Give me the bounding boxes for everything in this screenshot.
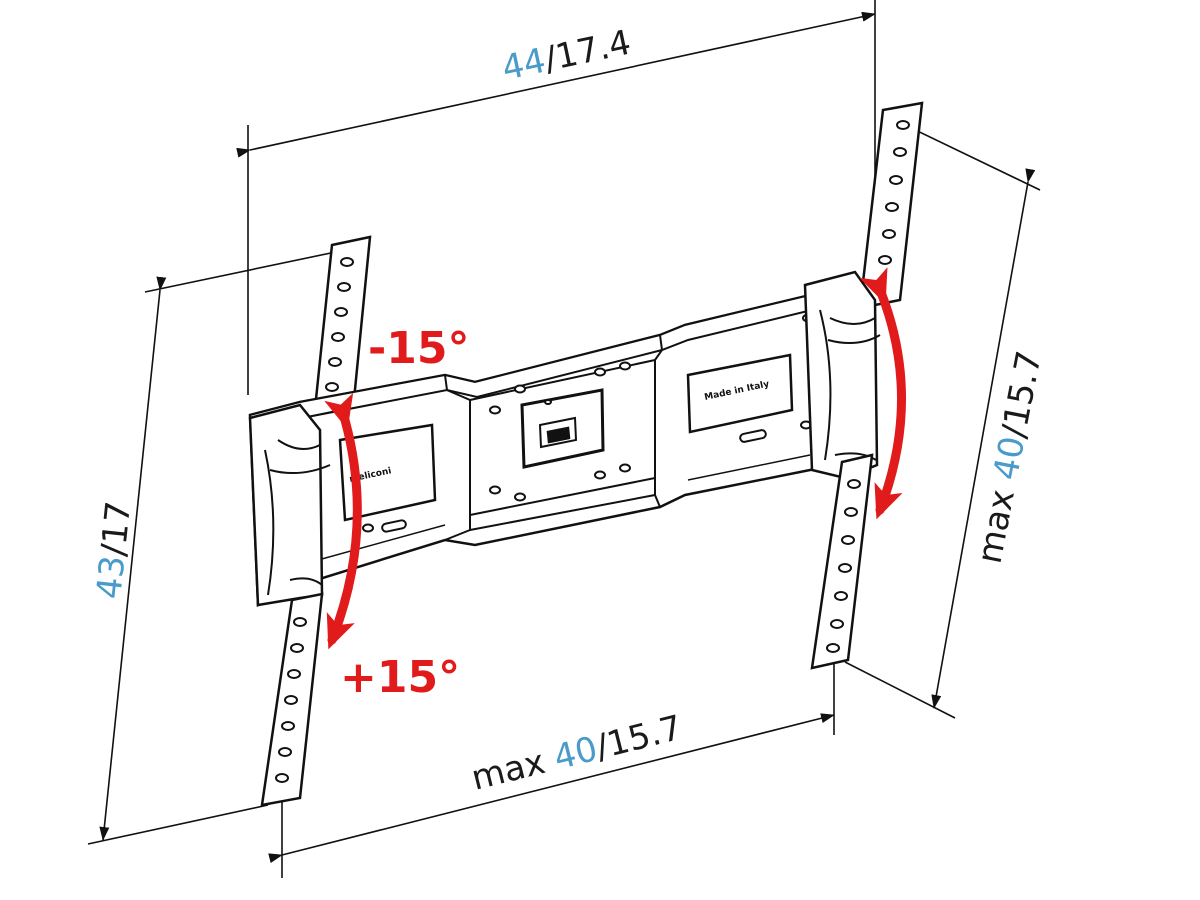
- right-tilt-arrow: [859, 267, 906, 520]
- horizontal-spacing-dimension-line: [268, 713, 835, 864]
- height-dimension-line: [99, 276, 167, 841]
- vertical-spacing-imperial: /15.7: [994, 348, 1050, 441]
- tilt-up-label: -15°: [368, 323, 470, 374]
- left-upper-arm: [311, 235, 372, 430]
- left-tilt-arrow: [324, 392, 362, 650]
- width-dimension-label: 44/17.4: [499, 23, 635, 89]
- width-imperial-value: /17.4: [541, 23, 635, 80]
- vertical-spacing-dimension-line: [931, 168, 1036, 709]
- height-metric-value: 43: [89, 554, 133, 601]
- vertical-spacing-label: max 40/15.7: [970, 348, 1050, 567]
- horizontal-spacing-imperial: /15.7: [592, 708, 686, 768]
- height-dimension-label: 43/17: [89, 499, 139, 601]
- right-lower-arm: [810, 453, 874, 670]
- width-dimension-line: [236, 11, 876, 158]
- right-upper-arm: [858, 101, 924, 310]
- tilt-down-label: +15°: [340, 652, 460, 703]
- vertical-spacing-metric: 40: [986, 433, 1034, 483]
- height-imperial-value: /17: [94, 499, 140, 558]
- width-metric-value: 44: [499, 41, 550, 89]
- horizontal-spacing-prefix: max: [468, 739, 560, 798]
- vertical-spacing-prefix: max: [970, 476, 1025, 567]
- dimension-lines: [87, 0, 1041, 878]
- right-hinge-block: [803, 270, 881, 480]
- left-lower-arm: [260, 592, 324, 807]
- horizontal-spacing-label: max 40/15.7: [468, 708, 687, 799]
- wall-plate: [248, 293, 832, 607]
- left-hinge-block: [248, 403, 331, 607]
